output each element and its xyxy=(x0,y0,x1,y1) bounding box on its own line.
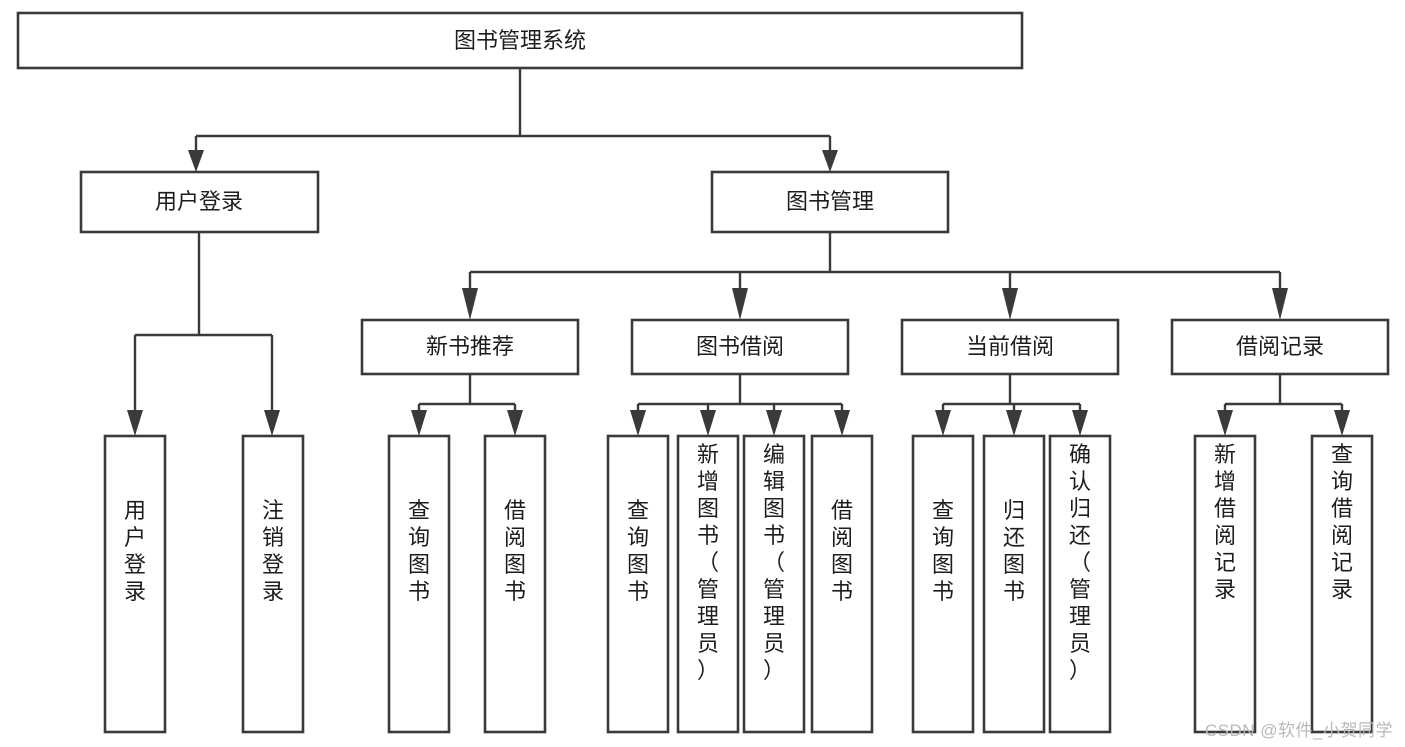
node-leaf-user-logout-label: 注销登录 xyxy=(262,498,284,604)
arrowhead-leaf-query-book-1 xyxy=(411,410,427,436)
node-leaf-add-book-label: 新增图书（管理员） xyxy=(697,442,719,683)
arrowhead-user-login xyxy=(188,150,204,172)
node-leaf-user-login[interactable]: 用户登录 xyxy=(103,434,167,734)
arrowhead-leaf-borrow-book-1 xyxy=(507,410,523,436)
node-leaf-edit-book[interactable]: 编辑图书（管理员） xyxy=(742,434,806,734)
arrowhead-leaf-query-book-2 xyxy=(630,410,646,436)
node-user-login[interactable]: 用户登录 xyxy=(79,170,320,234)
node-new-book-recommend[interactable]: 新书推荐 xyxy=(360,318,580,376)
node-leaf-confirm-return-box[interactable] xyxy=(1048,434,1112,734)
arrowhead-leaf-user-login xyxy=(127,410,143,436)
node-leaf-query-book-3-label: 查询图书 xyxy=(932,498,954,604)
node-leaf-edit-book-label: 编辑图书（管理员） xyxy=(763,442,785,683)
node-leaf-return-book-box[interactable] xyxy=(982,434,1046,734)
node-new-book-recommend-label: 新书推荐 xyxy=(426,334,514,359)
node-book-management[interactable]: 图书管理 xyxy=(710,170,950,234)
node-leaf-query-record[interactable]: 查询借阅记录 xyxy=(1310,434,1374,734)
node-current-borrow[interactable]: 当前借阅 xyxy=(900,318,1120,376)
node-leaf-confirm-return-label: 确认归还（管理员） xyxy=(1069,442,1091,683)
node-leaf-query-book-2-box[interactable] xyxy=(606,434,670,734)
node-book-management-box[interactable] xyxy=(710,170,950,234)
node-leaf-query-record-box[interactable] xyxy=(1310,434,1374,734)
node-leaf-query-book-3[interactable]: 查询图书 xyxy=(911,434,975,734)
arrowhead-book-borrow xyxy=(732,288,748,320)
node-leaf-query-book-2-label: 查询图书 xyxy=(627,498,649,604)
node-leaf-borrow-book-2[interactable]: 借阅图书 xyxy=(810,434,874,734)
arrowhead-leaf-edit-book xyxy=(766,410,782,436)
arrowhead-leaf-confirm-return xyxy=(1072,410,1088,436)
node-leaf-add-record-box[interactable] xyxy=(1193,434,1257,734)
node-leaf-borrow-book-1-box[interactable] xyxy=(483,434,547,734)
node-leaf-return-book-label: 归还图书 xyxy=(1003,498,1025,604)
node-current-borrow-label: 当前借阅 xyxy=(966,334,1054,359)
node-leaf-query-book-1[interactable]: 查询图书 xyxy=(387,434,451,734)
node-leaf-add-record-label: 新增借阅记录 xyxy=(1214,442,1236,602)
arrowhead-leaf-add-record xyxy=(1217,410,1233,436)
node-borrow-record[interactable]: 借阅记录 xyxy=(1170,318,1390,376)
connectors-layer xyxy=(127,68,1350,436)
node-leaf-borrow-book-1-label: 借阅图书 xyxy=(504,498,526,604)
arrowhead-borrow-record xyxy=(1272,288,1288,320)
node-leaf-user-login-label: 用户登录 xyxy=(124,498,146,604)
node-leaf-query-book-2[interactable]: 查询图书 xyxy=(606,434,670,734)
node-leaf-query-book-1-box[interactable] xyxy=(387,434,451,734)
node-leaf-query-record-label: 查询借阅记录 xyxy=(1331,442,1353,602)
node-leaf-add-record[interactable]: 新增借阅记录 xyxy=(1193,434,1257,734)
node-leaf-borrow-book-1[interactable]: 借阅图书 xyxy=(483,434,547,734)
arrowhead-leaf-query-book-3 xyxy=(935,410,951,436)
node-root-box[interactable] xyxy=(16,11,1024,70)
node-book-borrow-box[interactable] xyxy=(630,318,850,376)
node-borrow-record-label: 借阅记录 xyxy=(1236,334,1324,359)
arrowhead-book-management xyxy=(822,150,838,172)
arrowhead-leaf-return-book xyxy=(1006,410,1022,436)
node-root-label: 图书管理系统 xyxy=(454,28,586,53)
node-book-borrow-label: 图书借阅 xyxy=(696,334,784,359)
node-root[interactable]: 图书管理系统 xyxy=(16,11,1024,70)
node-leaf-edit-book-box[interactable] xyxy=(742,434,806,734)
node-borrow-record-box[interactable] xyxy=(1170,318,1390,376)
node-leaf-return-book[interactable]: 归还图书 xyxy=(982,434,1046,734)
node-leaf-query-book-3-box[interactable] xyxy=(911,434,975,734)
node-leaf-borrow-book-2-box[interactable] xyxy=(810,434,874,734)
node-new-book-recommend-box[interactable] xyxy=(360,318,580,376)
node-leaf-query-book-1-label: 查询图书 xyxy=(408,498,430,604)
node-current-borrow-box[interactable] xyxy=(900,318,1120,376)
arrowhead-new-book-recommend xyxy=(462,288,478,320)
node-leaf-user-logout-box[interactable] xyxy=(241,434,305,734)
node-book-management-label: 图书管理 xyxy=(786,189,874,214)
node-leaf-add-book[interactable]: 新增图书（管理员） xyxy=(676,434,740,734)
node-leaf-add-book-box[interactable] xyxy=(676,434,740,734)
node-leaf-user-logout[interactable]: 注销登录 xyxy=(241,434,305,734)
node-user-login-label: 用户登录 xyxy=(155,189,243,214)
node-leaf-confirm-return[interactable]: 确认归还（管理员） xyxy=(1048,434,1112,734)
arrowhead-leaf-add-book xyxy=(700,410,716,436)
arrowhead-leaf-borrow-book-2 xyxy=(834,410,850,436)
arrowhead-leaf-user-logout xyxy=(264,410,280,436)
arrowhead-current-borrow xyxy=(1002,288,1018,320)
node-leaf-user-login-box[interactable] xyxy=(103,434,167,734)
watermark-text: CSDN @软件_小贺同学 xyxy=(1204,721,1393,740)
node-book-borrow[interactable]: 图书借阅 xyxy=(630,318,850,376)
node-user-login-box[interactable] xyxy=(79,170,320,234)
arrowhead-leaf-query-record xyxy=(1334,410,1350,436)
node-leaf-borrow-book-2-label: 借阅图书 xyxy=(831,498,853,604)
